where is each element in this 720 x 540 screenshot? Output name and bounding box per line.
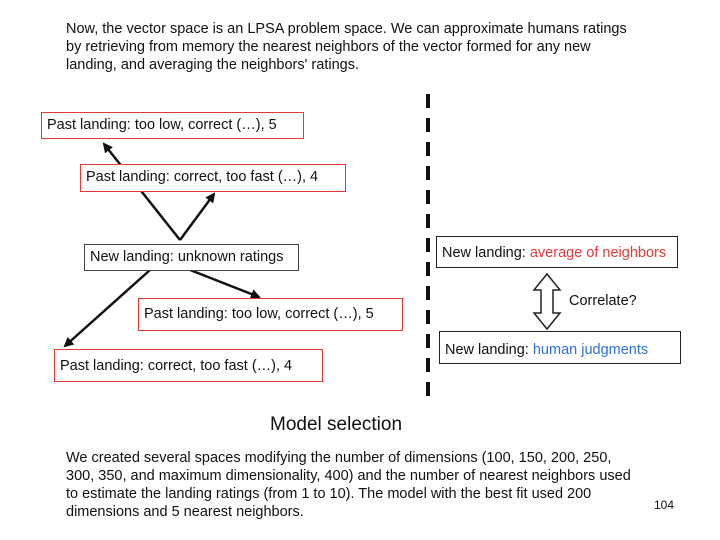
arrow-to-past3 xyxy=(179,264,261,299)
new-landing-prefix: New landing: xyxy=(442,245,530,261)
correlate-double-arrow xyxy=(532,272,562,331)
section-line: 300, 350, and maximum dimensionality, 40… xyxy=(66,468,631,484)
section-line: We created several spaces modifying the … xyxy=(66,450,612,466)
past-landing-box-1: Past landing: too low, correct (…), 5 xyxy=(41,112,304,139)
intro-paragraph: Now, the vector space is an LPSA problem… xyxy=(66,20,627,74)
intro-line: Now, the vector space is an LPSA problem… xyxy=(66,21,627,37)
average-neighbors-box: New landing: average of neighbors xyxy=(436,236,678,268)
past-landing-label: Past landing: correct, too fast (…), 4 xyxy=(86,169,319,185)
arrow-to-past2 xyxy=(178,192,216,241)
page-number: 104 xyxy=(654,498,675,512)
human-judgments-box: New landing: human judgments xyxy=(439,331,681,364)
new-landing-prefix: New landing: xyxy=(445,342,533,358)
past-landing-box-2: Past landing: correct, too fast (…), 4 xyxy=(80,164,346,192)
new-landing-box: New landing: unknown ratings xyxy=(84,244,299,271)
section-line: dimensions and 5 nearest neighbors. xyxy=(66,504,304,520)
arrow-to-past1 xyxy=(102,142,181,241)
past-landing-label: Past landing: too low, correct (…), 5 xyxy=(47,117,277,133)
section-line: to estimate the landing ratings (from 1 … xyxy=(66,486,592,502)
arrow-to-past4 xyxy=(63,269,151,348)
intro-line: landing, and averaging the neighbors' ra… xyxy=(66,57,359,73)
section-paragraph: We created several spaces modifying the … xyxy=(66,449,631,521)
past-landing-label: Past landing: too low, correct (…), 5 xyxy=(144,306,374,322)
section-heading: Model selection xyxy=(270,414,403,435)
human-judgments-label: human judgments xyxy=(532,342,649,358)
past-landing-label: Past landing: correct, too fast (…), 4 xyxy=(60,358,293,374)
past-landing-box-4: Past landing: correct, too fast (…), 4 xyxy=(54,349,323,382)
average-neighbors-label: average of neighbors xyxy=(529,245,667,261)
new-landing-label: New landing: unknown ratings xyxy=(90,249,284,265)
correlate-label: Correlate? xyxy=(569,293,637,309)
past-landing-box-3: Past landing: too low, correct (…), 5 xyxy=(138,298,403,331)
intro-line: by retrieving from memory the nearest ne… xyxy=(66,39,591,55)
